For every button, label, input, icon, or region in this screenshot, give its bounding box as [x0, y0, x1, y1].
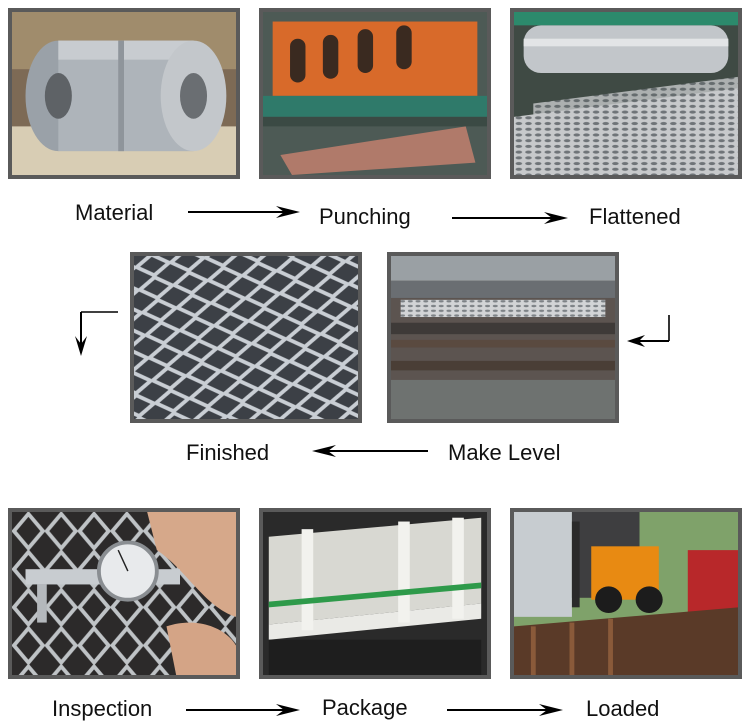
step-package-label: Package — [322, 695, 408, 720]
forklift-loading-image — [514, 512, 738, 675]
punching-photo — [259, 8, 491, 179]
finished-photo — [130, 252, 362, 423]
step-material-label: Material — [75, 200, 154, 225]
packaged-bundle-image — [263, 512, 487, 675]
make-level-photo — [387, 252, 619, 423]
arrow-right-icon — [452, 212, 568, 224]
step-inspection-label: Inspection — [52, 696, 153, 721]
leveling-machine-image — [391, 256, 615, 419]
material-photo — [8, 8, 240, 179]
arrow-left-corner-icon — [627, 315, 670, 347]
flattening-rollers-image — [514, 12, 738, 175]
arrow-down-corner-icon — [75, 311, 118, 356]
arrow-right-icon — [186, 704, 300, 716]
arrow-left-icon — [312, 445, 428, 457]
step-loaded-label: Loaded — [586, 696, 660, 721]
flattened-photo — [510, 8, 742, 179]
step-finished-label: Finished — [186, 440, 270, 465]
step-make-level-label: Make Level — [448, 440, 561, 465]
arrow-right-icon — [447, 704, 563, 716]
package-photo — [259, 508, 491, 679]
steel-coil-image — [12, 12, 236, 175]
step-punching-label: Punching — [319, 204, 411, 229]
punching-machine-image — [263, 12, 487, 175]
arrow-right-icon — [188, 206, 300, 218]
loaded-photo — [510, 508, 742, 679]
inspection-photo — [8, 508, 240, 679]
caliper-inspection-image — [12, 512, 236, 675]
step-flattened-label: Flattened — [589, 204, 681, 229]
expanded-mesh-image — [134, 256, 358, 419]
